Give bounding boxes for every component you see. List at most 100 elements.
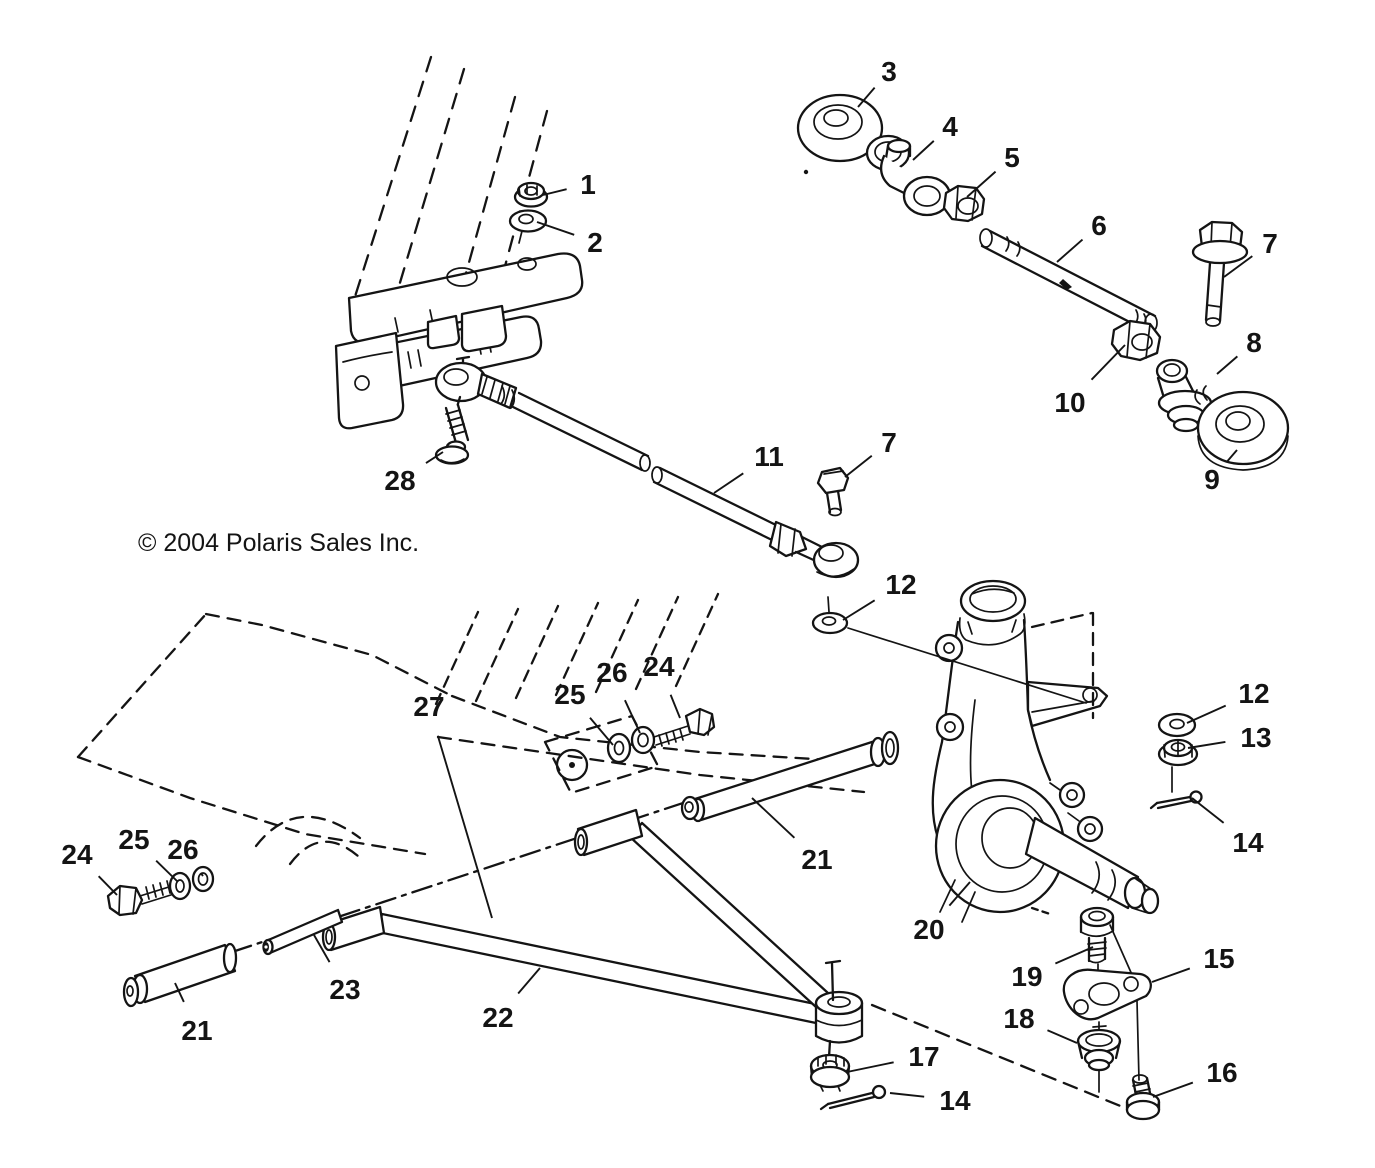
part-number-label: 22 — [482, 1002, 513, 1033]
tie-rod-bracket — [1026, 680, 1109, 728]
leader-line — [1090, 344, 1126, 381]
callout-21: 21 — [174, 982, 213, 1046]
part-number-label: 13 — [1240, 722, 1271, 753]
leader-line — [1186, 704, 1227, 724]
callout-12: 12 — [842, 569, 917, 621]
leader-line — [624, 699, 641, 734]
callout-4: 4 — [912, 111, 958, 161]
stem-stub — [426, 314, 461, 350]
leader-line — [97, 875, 118, 896]
callout-28: 28 — [384, 451, 444, 496]
callout-13: 13 — [1187, 722, 1272, 753]
jam-hex — [768, 520, 808, 558]
part-number-label: 26 — [596, 657, 627, 688]
part-number-label: 14 — [939, 1085, 971, 1116]
part-number-label: 18 — [1003, 1003, 1034, 1034]
callout-9: 9 — [1204, 449, 1238, 495]
castle-nut-17 — [809, 1053, 851, 1092]
clamp-ear — [935, 712, 965, 742]
leader-line — [669, 694, 681, 719]
callout-25: 25 — [118, 824, 179, 883]
cotter-pin-14 — [1149, 790, 1203, 810]
callout-26: 26 — [596, 657, 641, 734]
callout-25: 25 — [554, 679, 614, 746]
a-arm-rear-sleeve — [576, 808, 644, 857]
callout-5: 5 — [966, 142, 1020, 198]
washer-25 — [606, 732, 632, 764]
leader-line — [1054, 946, 1094, 965]
ball-joint-hardware — [809, 906, 1161, 1121]
rod-end-4 — [879, 138, 952, 217]
mount-bolt-cluster-left — [106, 865, 215, 917]
callout-27: 27 — [413, 691, 493, 919]
part-number-label: 25 — [554, 679, 585, 710]
callout-10: 10 — [1054, 344, 1126, 418]
leader-line — [1187, 741, 1226, 749]
washer-12-mid — [811, 596, 849, 635]
part-number-label: 16 — [1206, 1057, 1237, 1088]
part-number-label: 11 — [754, 441, 784, 472]
part-number-label: 25 — [118, 824, 149, 855]
leader-line — [1216, 355, 1238, 375]
part-number-label: 23 — [329, 974, 360, 1005]
part-number-label: 6 — [1091, 210, 1107, 241]
callout-2: 2 — [536, 221, 603, 258]
leader-line — [1056, 238, 1084, 263]
steering-knuckle — [847, 579, 1160, 923]
leader-line — [912, 140, 935, 161]
leader-line — [948, 881, 971, 907]
leader-line — [155, 859, 179, 883]
leader-line — [889, 1092, 925, 1098]
leader-line — [542, 188, 567, 196]
bolt-7-mid — [816, 466, 850, 517]
callout-1: 1 — [542, 169, 596, 200]
part-number-label: 3 — [881, 56, 897, 87]
leader-line — [436, 735, 493, 919]
leader-line — [200, 873, 204, 877]
leader-line — [966, 170, 997, 198]
bushing-3 — [796, 93, 911, 175]
washer-26 — [630, 725, 656, 755]
part-number-label: 7 — [1262, 228, 1278, 259]
cotter-pin-14 — [819, 1084, 887, 1111]
cap-18 — [1076, 1021, 1122, 1093]
callout-6: 6 — [1056, 210, 1107, 263]
kingpin-hardware — [1149, 712, 1203, 810]
bolt-28 — [434, 395, 470, 465]
callout-23: 23 — [313, 934, 361, 1005]
leader-line — [842, 599, 876, 621]
part-number-label: 28 — [384, 465, 415, 496]
callout-14: 14 — [1191, 797, 1264, 858]
leader-line — [517, 967, 541, 995]
washer-26 — [191, 865, 215, 893]
steering-arm-tab — [1076, 815, 1104, 843]
plate-15 — [1062, 968, 1152, 1021]
callout-11: 11 — [713, 441, 784, 494]
flange-bolt-7 — [1191, 220, 1249, 327]
callout-7: 7 — [1223, 228, 1278, 278]
part-number-label: 5 — [1004, 142, 1020, 173]
callout-20: 20 — [913, 881, 971, 945]
tie-rod-inner-end — [434, 355, 651, 472]
frame-pivot-hole — [555, 748, 589, 782]
leader-line — [589, 717, 614, 746]
mount-bolt-cluster-mid — [606, 707, 716, 764]
callout-24: 24 — [61, 839, 118, 896]
callout-14: 14 — [889, 1085, 971, 1116]
tie-rod-outer-half — [651, 466, 860, 579]
callout-3: 3 — [857, 56, 897, 108]
spindle — [1024, 816, 1140, 910]
callout-22: 22 — [482, 967, 541, 1033]
leader-line — [751, 797, 796, 839]
tie-rod-6 — [979, 228, 1158, 333]
part-number-label: 15 — [1203, 943, 1234, 974]
pivot-shaft-23 — [262, 908, 344, 956]
callout-8: 8 — [1216, 327, 1262, 375]
part-number-label: 7 — [881, 427, 897, 458]
leader-line — [1191, 797, 1225, 824]
fork-leg-lower — [334, 331, 405, 430]
frame-outline — [76, 592, 880, 866]
